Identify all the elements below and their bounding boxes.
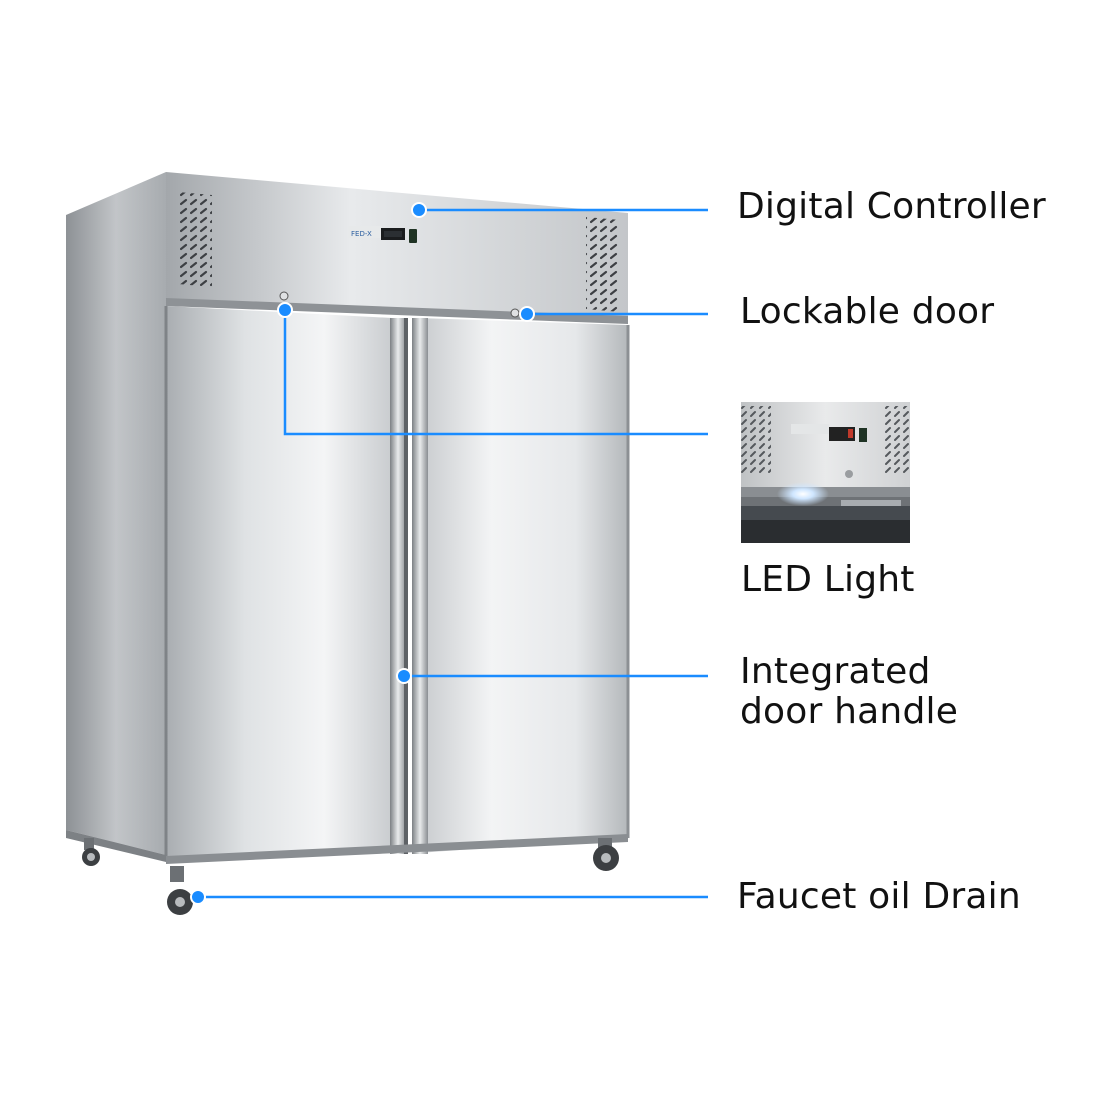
callout-label-faucet-oil-drain: Faucet oil Drain — [737, 876, 1021, 917]
right-door-handle[interactable] — [412, 318, 428, 854]
fridge-side-panel — [66, 172, 166, 855]
callout-dot-drain — [190, 889, 206, 905]
caster-wheel-icon — [167, 866, 193, 915]
lock-icon[interactable] — [279, 291, 289, 301]
brand-logo: FED-X — [351, 230, 372, 238]
right-door[interactable] — [418, 318, 628, 853]
callout-dot-led — [277, 302, 293, 318]
caster-wheel-icon — [593, 838, 619, 871]
callout-label-led-light: LED Light — [741, 559, 915, 600]
lock-icon[interactable] — [510, 308, 520, 318]
left-door[interactable] — [166, 306, 392, 858]
callout-dot-handle — [396, 668, 412, 684]
callout-label-integrated-door-handle: Integrated door handle — [740, 652, 1070, 732]
vent-grille-icon — [586, 217, 620, 312]
callout-dot-controller — [411, 202, 427, 218]
digital-controller-panel: FED-X — [348, 226, 417, 243]
leader-line-led — [283, 310, 708, 436]
caster-wheel-icon — [82, 838, 100, 866]
vent-grille-icon — [178, 192, 212, 287]
left-door-handle[interactable] — [390, 318, 406, 854]
callout-label-line2: door handle — [740, 691, 959, 732]
callout-label-line1: Integrated — [740, 651, 931, 692]
callout-dot-lockable — [519, 306, 535, 322]
led-light-inset-image — [741, 402, 910, 543]
callout-label-digital-controller: Digital Controller — [737, 186, 1046, 227]
fridge-top-housing — [166, 172, 628, 318]
callout-label-lockable-door: Lockable door — [740, 291, 995, 332]
